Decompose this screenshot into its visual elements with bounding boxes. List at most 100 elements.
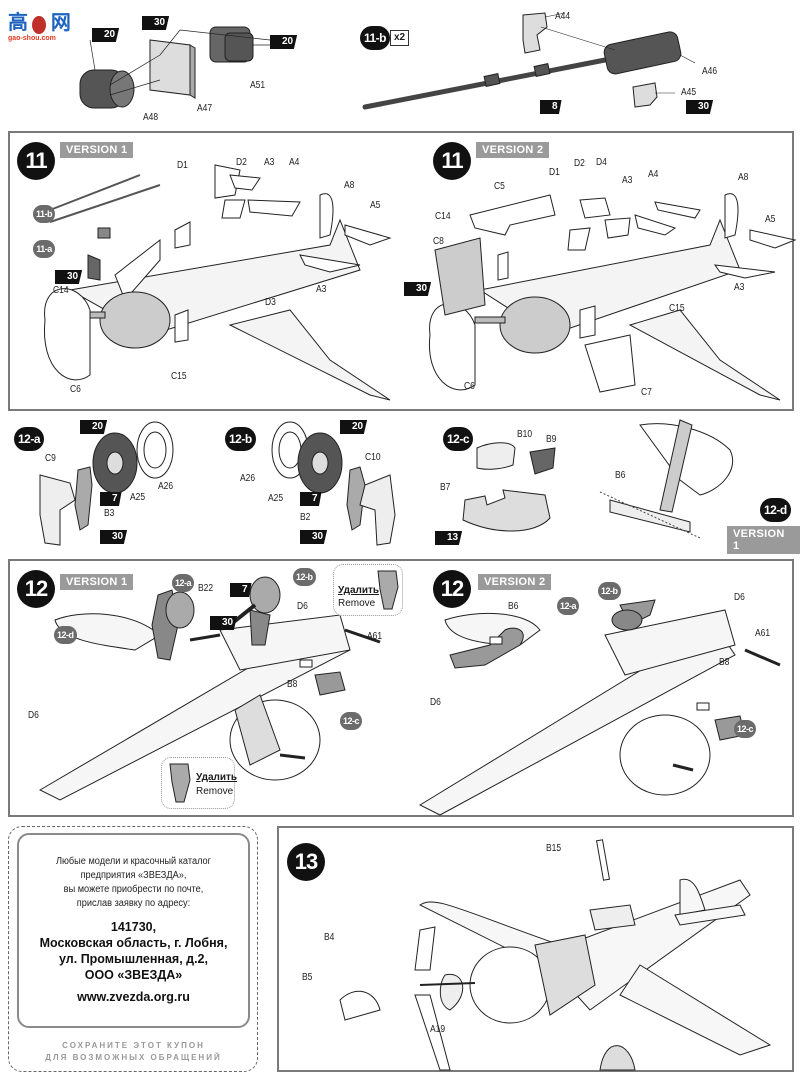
knife-cutting-illustration	[599, 419, 734, 539]
part-label: A3	[316, 284, 327, 295]
part-label: A8	[344, 180, 355, 191]
ref-badge-12c: 12-c	[340, 712, 363, 730]
part-label: A61	[755, 628, 771, 639]
aircraft-engine-assembly-v2	[428, 193, 797, 401]
part-label: A4	[289, 157, 300, 168]
coupon-save-note: СОХРАНИТЕ ЭТОТ КУПОН ДЛЯ ВОЗМОЖНЫХ ОБРАЩ…	[17, 1040, 250, 1064]
glue-marker: 13	[435, 531, 463, 545]
part-label: D6	[734, 592, 745, 603]
part-label: B8	[287, 679, 298, 690]
coupon-text-line: вы можете приобрести по почте,	[63, 884, 204, 895]
part-label: C14	[435, 211, 451, 222]
glue-marker: 7	[100, 492, 122, 506]
coupon-text-line: прислав заявку по адресу:	[76, 898, 191, 909]
part-label: A5	[765, 214, 776, 225]
glue-marker: 30	[55, 270, 83, 284]
part-label: C15	[669, 303, 685, 314]
part-label: A26	[158, 481, 174, 492]
coupon-save-line: ДЛЯ ВОЗМОЖНЫХ ОБРАЩЕНИЙ	[45, 1053, 222, 1062]
part-label: B3	[104, 508, 115, 519]
ref-badge-12a: 12-a	[172, 574, 195, 592]
step-number-badge: 12	[17, 570, 55, 608]
remove-callout: Удалить Remove	[161, 757, 238, 809]
coupon-text-line: Любые модели и красочный каталог	[55, 856, 212, 867]
part-label: A45	[681, 87, 697, 98]
glue-marker: 30	[686, 100, 714, 114]
coupon-inner-frame: Любые модели и красочный каталог предпри…	[17, 833, 250, 1028]
part-label: B5	[302, 972, 313, 983]
part-label: D4	[596, 157, 607, 168]
coupon-address-line: Московская область, г. Лобня,	[39, 936, 228, 950]
part-label: D3	[265, 297, 276, 308]
coupon-postal-code: 141730,	[110, 920, 157, 934]
part-label: C6	[464, 381, 475, 392]
part-label: A3	[622, 175, 633, 186]
part-label: A25	[130, 492, 146, 503]
part-label: A44	[555, 11, 571, 22]
watermark-logo-icon	[32, 15, 47, 34]
remove-callout: Удалить Remove	[333, 564, 403, 616]
coupon-address-line: ул. Промышленная, д.2,	[59, 952, 208, 966]
part-label: D2	[236, 157, 247, 168]
address-coupon	[8, 826, 258, 1072]
version-tag: VERSION 1	[60, 142, 134, 158]
remove-label-en: Remove	[196, 786, 234, 797]
part-label: A5	[370, 200, 381, 211]
watermark-char: 高	[8, 12, 28, 34]
version-tag: VERSION 1	[727, 526, 800, 554]
part-label: A3	[264, 157, 275, 168]
part-label: D1	[549, 167, 560, 178]
ref-badge-12c: 12-c	[734, 720, 757, 738]
coupon-company: ООО «ЗВЕЗДА»	[84, 968, 183, 982]
part-label: A19	[430, 1024, 446, 1035]
coupon-save-line: СОХРАНИТЕ ЭТОТ КУПОН	[62, 1041, 205, 1050]
part-label: A61	[367, 631, 383, 642]
aircraft-engine-assembly-v1	[43, 164, 392, 401]
part-label: B22	[198, 583, 214, 594]
part-label: B4	[324, 932, 335, 943]
glue-marker: 30	[404, 282, 432, 296]
wheel-cover-illustration	[462, 442, 556, 532]
part-label: B6	[615, 470, 626, 481]
part-label: A26	[240, 473, 256, 484]
landing-gear-left-illustration	[39, 421, 174, 546]
part-label: C14	[53, 285, 69, 296]
glue-marker: 8	[540, 100, 562, 114]
substep-11b-badge: 11-b	[360, 26, 391, 50]
part-label: A48	[143, 112, 159, 123]
remove-label-ru: Удалить	[196, 772, 238, 783]
final-aircraft-propeller-illustration	[339, 839, 772, 1071]
step-number-badge: 11	[17, 142, 55, 180]
substep-12a-badge: 12-a	[14, 427, 45, 451]
landing-gear-right-illustration	[271, 421, 396, 546]
glue-marker: 30	[210, 616, 238, 630]
substep-12c-badge: 12-c	[443, 427, 474, 451]
part-label: C7	[641, 387, 652, 398]
coupon-website-link[interactable]: www.zvezda.org.ru	[77, 990, 190, 1004]
part-label: B6	[508, 601, 519, 612]
ref-badge-12a: 12-a	[557, 597, 580, 615]
part-label: B7	[440, 482, 451, 493]
version-tag: VERSION 2	[476, 142, 550, 158]
glue-marker: 20	[80, 420, 108, 434]
step-number-badge: 13	[287, 843, 325, 881]
ref-badge-12b: 12-b	[293, 568, 316, 586]
remove-label-en: Remove	[338, 598, 376, 609]
gear-leg-icon	[377, 570, 399, 610]
part-label: D6	[28, 710, 39, 721]
part-label: C6	[70, 384, 81, 395]
gear-leg-icon	[169, 763, 191, 803]
part-label: C9	[45, 453, 56, 464]
ref-badge-12b: 12-b	[598, 582, 621, 600]
ref-badge-11b: 11-b	[33, 205, 56, 223]
part-label: C5	[494, 181, 505, 192]
part-label: D2	[574, 158, 585, 169]
part-label: C15	[171, 371, 187, 382]
watermark-char: 网	[50, 12, 71, 34]
part-label: A47	[197, 103, 213, 114]
part-label: A4	[648, 169, 659, 180]
glue-marker: 30	[142, 16, 170, 30]
step-number-badge: 11	[433, 142, 471, 180]
gun-barrel-illustration	[362, 12, 696, 110]
ref-badge-11a: 11-a	[33, 240, 55, 258]
